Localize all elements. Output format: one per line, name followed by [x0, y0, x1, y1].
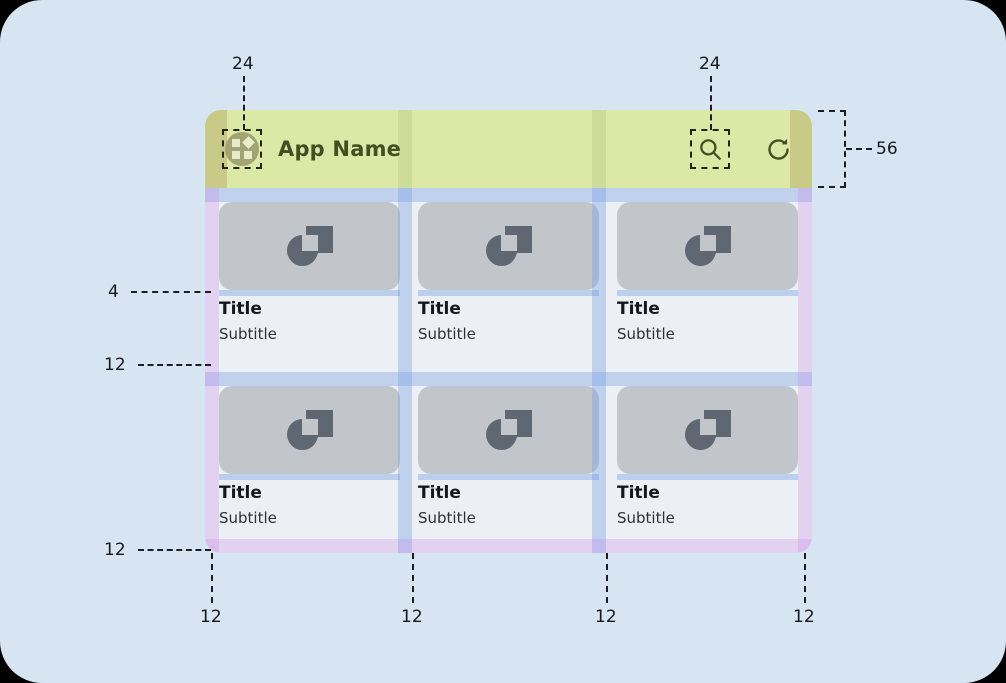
card-grid-region: Title Subtitle Title Subtitle [205, 188, 812, 553]
card-item[interactable]: Title Subtitle [617, 202, 798, 345]
leader-line-24-left [243, 76, 245, 130]
card-image-placeholder [418, 386, 599, 474]
app-bar: App Name [205, 110, 812, 188]
leader-line-12-col-gap-1 [412, 553, 414, 603]
card-subtitle: Subtitle [219, 509, 277, 527]
search-touch-target-outline [690, 129, 730, 169]
leader-line-12-row-gap [138, 364, 211, 366]
card-title: Title [617, 483, 660, 503]
card-image-placeholder [617, 202, 798, 290]
appbar-left-padding-overlay [205, 110, 227, 188]
leader-line-4 [131, 291, 211, 293]
card-grid: Title Subtitle Title Subtitle [219, 188, 798, 553]
bottom-padding-overlay [205, 539, 812, 553]
annotation-24-right: 24 [699, 54, 721, 74]
search-icon[interactable] [690, 129, 730, 169]
annotation-56: 56 [876, 139, 898, 159]
app-title: App Name [278, 137, 402, 161]
leader-line-56 [846, 148, 872, 150]
card-title: Title [418, 299, 461, 319]
row-gap-overlay-middle [205, 372, 812, 386]
card-image-placeholder [219, 202, 400, 290]
app-grid-icon-disc [225, 132, 259, 166]
card-subtitle: Subtitle [219, 325, 277, 343]
column-gap-overlay-2 [592, 188, 606, 553]
annotation-12-bottom-pad: 12 [104, 540, 126, 560]
image-placeholder-icon [485, 226, 532, 266]
card-subtitle: Subtitle [418, 509, 476, 527]
annotation-12-col-gap-2: 12 [595, 607, 617, 627]
row-gap-overlay-top [205, 188, 812, 202]
leader-line-12-col-left [211, 553, 213, 603]
card-item[interactable]: Title Subtitle [219, 386, 400, 529]
title-spacing-overlay [219, 290, 400, 296]
card-image-placeholder [418, 202, 599, 290]
app-mockup-frame: App Name [205, 110, 812, 553]
card-title: Title [219, 483, 262, 503]
annotation-12-row-gap: 12 [104, 355, 126, 375]
appbar-gap-overlay-2 [592, 110, 606, 188]
title-spacing-overlay [219, 474, 400, 480]
annotation-12-col-right: 12 [793, 607, 815, 627]
image-placeholder-icon [684, 226, 731, 266]
image-placeholder-icon [684, 410, 731, 450]
image-placeholder-icon [286, 410, 333, 450]
card-subtitle: Subtitle [418, 325, 476, 343]
right-padding-overlay [798, 188, 812, 553]
refresh-icon[interactable] [758, 129, 798, 169]
image-placeholder-icon [286, 226, 333, 266]
leader-line-12-bottom-pad [138, 549, 211, 551]
card-subtitle: Subtitle [617, 325, 675, 343]
card-item[interactable]: Title Subtitle [219, 202, 400, 345]
annotation-12-col-gap-1: 12 [401, 607, 423, 627]
appbar-gap-overlay-1 [398, 110, 412, 188]
annotation-12-col-left: 12 [200, 607, 222, 627]
menu-touch-target-outline [222, 129, 262, 169]
annotation-24-left: 24 [232, 54, 254, 74]
card-image-placeholder [219, 386, 400, 474]
title-spacing-overlay [617, 290, 798, 296]
annotation-4-title-spacing: 4 [108, 282, 119, 302]
card-item[interactable]: Title Subtitle [418, 386, 599, 529]
card-item[interactable]: Title Subtitle [617, 386, 798, 529]
leader-line-24-right [710, 76, 712, 130]
left-padding-overlay [205, 188, 219, 553]
card-subtitle: Subtitle [617, 509, 675, 527]
leader-line-12-col-right [804, 553, 806, 603]
column-gap-overlay-1 [398, 188, 412, 553]
title-spacing-overlay [418, 290, 599, 296]
appbar-height-bracket [818, 110, 846, 188]
card-image-placeholder [617, 386, 798, 474]
app-grid-icon[interactable] [222, 129, 262, 169]
appbar-right-padding-overlay [790, 110, 812, 188]
title-spacing-overlay [617, 474, 798, 480]
card-title: Title [617, 299, 660, 319]
card-title: Title [219, 299, 262, 319]
title-spacing-overlay [418, 474, 599, 480]
card-title: Title [418, 483, 461, 503]
leader-line-12-col-gap-2 [606, 553, 608, 603]
card-item[interactable]: Title Subtitle [418, 202, 599, 345]
image-placeholder-icon [485, 410, 532, 450]
